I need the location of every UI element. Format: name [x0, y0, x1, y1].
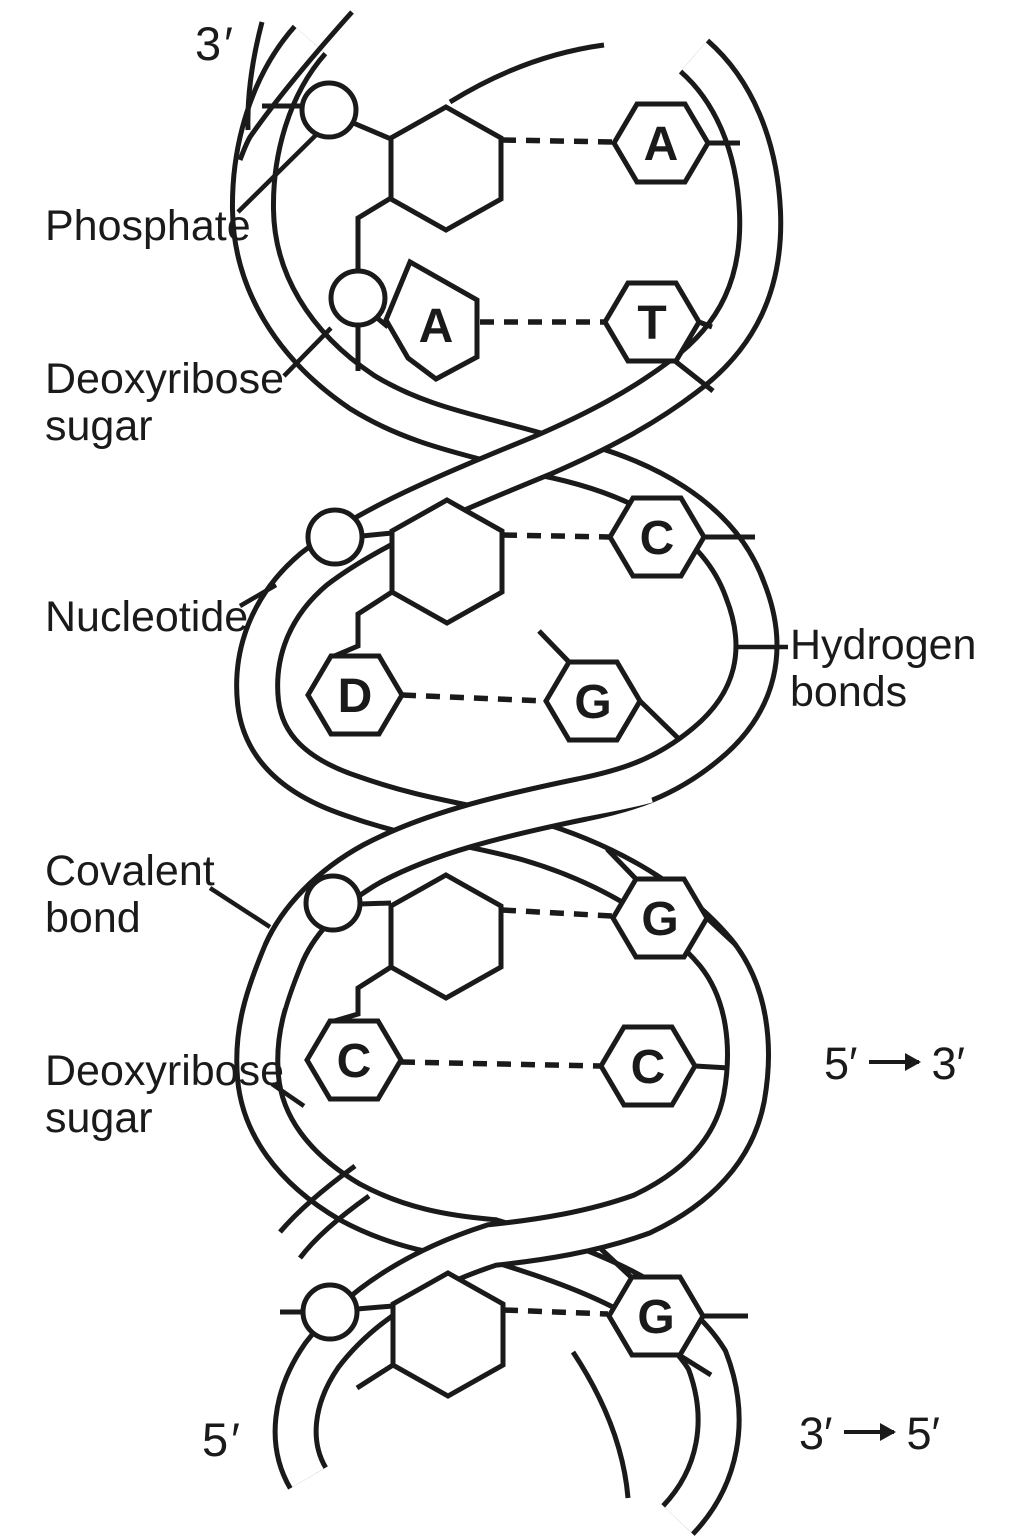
right-arrow-icon: [869, 1059, 920, 1065]
baseG2-ribbon-stub-2: [705, 916, 738, 947]
phosphate3-sugar3-bond: [361, 530, 393, 539]
direction-label-5-to-3: 5′ 3′: [824, 1040, 965, 1087]
sugar1-phosphate2-bond: [355, 195, 393, 271]
base-hexagon-left-D: [305, 653, 405, 737]
direction-lower-from: 3′: [799, 1408, 833, 1459]
base-hexagon-right-T: [602, 280, 702, 364]
base-hexagon-left-A: [383, 258, 480, 382]
base-hexagons: [304, 101, 711, 1358]
ribbon-end-details: [237, 10, 631, 1499]
covalent-bond-line2: bond: [45, 894, 141, 942]
hbond-pair-3: [502, 532, 610, 540]
right-arrow-icon: [844, 1429, 895, 1435]
phosphate-pointer: [236, 132, 319, 214]
hbond-pair-4: [401, 692, 546, 704]
deoxyribose-sugar-lower-line1: Deoxyribose: [45, 1047, 284, 1095]
deoxyribose-sugar-upper-line2: sugar: [45, 402, 153, 450]
base-letter-G-right3: G: [637, 1291, 674, 1344]
sugar3-baseD-bond: [331, 589, 394, 660]
base-letters: A A T C D G G C C G: [337, 118, 679, 1344]
terminal-label-3-prime-top: 3′: [195, 17, 236, 70]
terminal-label-5-prime-bottom: 5′: [202, 1413, 243, 1466]
bottom-right-end-curve: [570, 1350, 631, 1499]
top-right-twist-curve: [448, 42, 605, 105]
base-letter-G-right1: G: [574, 676, 611, 729]
covalent-bond-pointer: [208, 886, 272, 929]
phosphate1-sugar1-bond: [350, 119, 392, 142]
baseG2-ribbon-stub-1: [605, 847, 638, 881]
strand-a-front-crossing: [248, 767, 653, 1009]
top-left-twist-curve: [245, 21, 265, 131]
phosphate-circle-1: [299, 80, 359, 140]
base-hexagon-right-C2: [598, 1024, 698, 1108]
hbond-pair-1: [501, 137, 614, 145]
deoxyribose-lower-pointer: [270, 1082, 306, 1108]
deoxyribose-sugar-upper-line1: Deoxyribose: [45, 355, 284, 403]
direction-upper-from: 5′: [824, 1038, 858, 1089]
sugar5-stub: [355, 1362, 395, 1391]
direction-upper-to: 3′: [931, 1038, 965, 1089]
top-left-twist-curve-2: [237, 10, 354, 161]
phosphate-circles: [299, 80, 388, 1342]
sugar-hexagon-4: [388, 872, 504, 1001]
deoxyribose-upper-pointer: [282, 326, 333, 378]
sugar-hexagon-5: [390, 1270, 506, 1399]
hbond-pair-5: [501, 907, 613, 919]
base-hexagon-right-C1: [607, 495, 707, 579]
bottom-left-fold-edge-1: [278, 1163, 357, 1234]
base-hexagon-right-A: [611, 101, 711, 185]
baseT-ribbon-stub-2: [673, 359, 715, 393]
base-letter-C-right1: C: [640, 512, 675, 565]
nucleotide-pointer: [238, 583, 278, 608]
hbond-pair-7: [503, 1307, 609, 1317]
sugar-hexagon-3: [389, 497, 505, 626]
label-pointers: [208, 132, 788, 1108]
baseG1-ribbon-stub-2: [638, 699, 682, 742]
phosphate-circle-4: [303, 873, 363, 933]
deoxyribose-sugar-label-lower: Deoxyribose sugar: [45, 1048, 284, 1142]
baseC2-right-ribbon-stub: [694, 1063, 730, 1071]
base-letter-A-right: A: [644, 118, 679, 171]
hydrogen-bonds-line2: bonds: [790, 668, 908, 716]
backbone-bonds: [262, 103, 755, 1391]
deoxyribose-sugar-lower-line2: sugar: [45, 1094, 153, 1142]
base-hexagon-right-G2: [610, 876, 710, 960]
base-letter-C-right2: C: [631, 1041, 666, 1094]
base-hexagon-right-G3: [606, 1274, 706, 1358]
baseG1-ribbon-stub-1: [537, 629, 571, 664]
base-letter-D-left: D: [338, 670, 373, 723]
sugar-hexagon-1: [388, 104, 504, 233]
sugar-hexagons: [388, 104, 506, 1399]
hydrogen-bonds-label: Hydrogen bonds: [790, 622, 976, 716]
direction-lower-to: 5′: [906, 1408, 940, 1459]
nucleotide-label: Nucleotide: [45, 593, 249, 641]
baseG3-ribbon-stub-3: [677, 1352, 713, 1378]
base-letter-T: T: [637, 297, 666, 350]
direction-label-3-to-5: 3′ 5′: [799, 1410, 940, 1457]
phosphate-circle-2: [328, 268, 388, 328]
base-hexagon-right-G1: [543, 659, 643, 743]
covalent-bond-label: Covalent bond: [45, 848, 215, 942]
hydrogen-bond-lines: [400, 137, 614, 1317]
base-letter-G-right2: G: [641, 893, 678, 946]
base-hexagon-left-C: [304, 1018, 404, 1102]
hbond-pair-6: [400, 1059, 601, 1069]
bottom-left-fold-edge-2: [298, 1193, 371, 1260]
covalent-bond-line1: Covalent: [45, 847, 215, 895]
deoxyribose-sugar-label-upper: Deoxyribose sugar: [45, 356, 284, 450]
phosphate5-sugar5-bond: [356, 1303, 394, 1312]
base-letter-C-left: C: [337, 1035, 372, 1088]
baseG3-ribbon-stub-1: [599, 1247, 633, 1279]
sugar4-baseC-bond: [330, 964, 393, 1025]
phosphate4-sugar4-bond: [359, 900, 392, 907]
base-letter-A-left: A: [419, 300, 454, 353]
phosphate-circle-5: [300, 1282, 360, 1342]
phosphate-circle-3: [305, 507, 365, 567]
hydrogen-bonds-line1: Hydrogen: [790, 621, 977, 669]
phosphate-label: Phosphate: [45, 202, 251, 250]
